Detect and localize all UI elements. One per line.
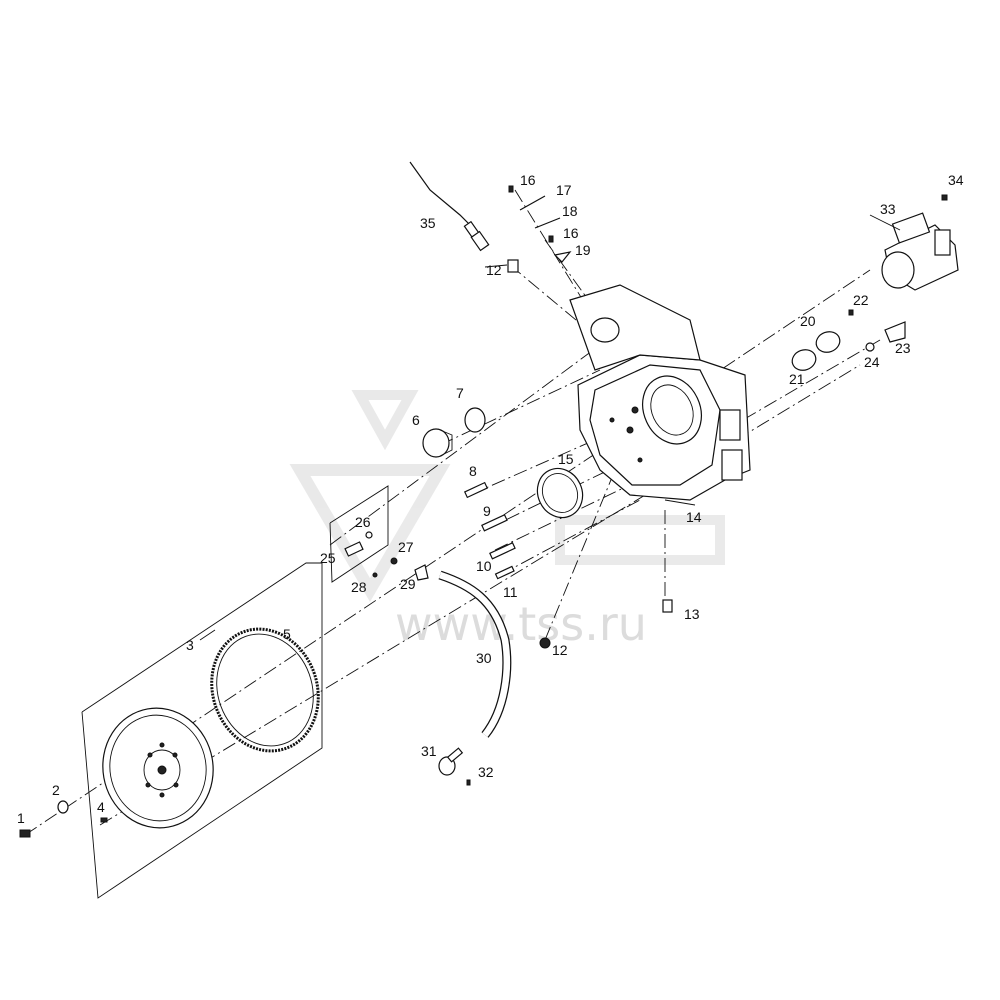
callout-6: 6 — [412, 412, 420, 428]
cover-plug — [422, 428, 453, 458]
callout-18: 18 — [562, 203, 578, 219]
callout-16: 16 — [563, 225, 579, 241]
watermark-text: www.tss.ru — [395, 597, 647, 651]
callout-4: 4 — [97, 799, 105, 815]
callout-2: 2 — [52, 782, 60, 798]
callout-35: 35 — [420, 215, 436, 231]
callout-9: 9 — [483, 503, 491, 519]
flywheel-housing — [569, 284, 751, 501]
o-ring — [464, 407, 486, 433]
callout-20: 20 — [800, 313, 816, 329]
callout-7: 7 — [456, 385, 464, 401]
callout-26: 26 — [355, 514, 371, 530]
callout-15: 15 — [558, 451, 574, 467]
sensor-group-frame — [329, 485, 389, 583]
callout-23: 23 — [895, 340, 911, 356]
ring-gear — [210, 627, 320, 753]
callout-34: 34 — [948, 172, 964, 188]
callout-19: 19 — [575, 242, 591, 258]
callout-5: 5 — [283, 626, 291, 642]
cover-plates — [791, 331, 841, 371]
callout-11: 11 — [503, 584, 518, 600]
callout-labels: 1234567891011121213141516161718192021222… — [17, 172, 964, 826]
callout-33: 33 — [880, 201, 896, 217]
callout-14: 14 — [686, 509, 702, 525]
callout-17: 17 — [556, 182, 572, 198]
callout-29: 29 — [400, 576, 416, 592]
starter-motor — [881, 212, 959, 291]
sensor-cable — [409, 161, 490, 252]
callout-24: 24 — [864, 354, 880, 370]
flywheel — [102, 707, 214, 829]
callout-1: 1 — [17, 810, 25, 826]
callout-22: 22 — [853, 292, 869, 308]
callout-31: 31 — [421, 743, 437, 759]
leader-lines — [199, 214, 901, 641]
callout-12: 12 — [552, 642, 568, 658]
callout-27: 27 — [398, 539, 414, 555]
oil-seal — [536, 467, 584, 519]
callout-12: 12 — [486, 262, 502, 278]
callout-13: 13 — [684, 606, 700, 622]
flywheel-group-frame — [81, 562, 323, 899]
callout-3: 3 — [186, 637, 194, 653]
callout-32: 32 — [478, 764, 494, 780]
watermark-logo — [289, 390, 725, 602]
callout-16: 16 — [520, 172, 536, 188]
fasteners — [19, 185, 948, 838]
callout-10: 10 — [476, 558, 492, 574]
callout-21: 21 — [789, 371, 805, 387]
callout-30: 30 — [476, 650, 492, 666]
callout-25: 25 — [320, 550, 336, 566]
callout-28: 28 — [351, 579, 367, 595]
callout-8: 8 — [469, 463, 477, 479]
breather-hose — [438, 570, 512, 738]
